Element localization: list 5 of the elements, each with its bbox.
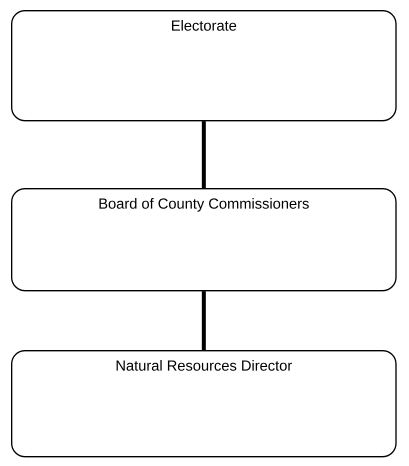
process-box: Electorate	[11, 10, 397, 122]
process-box: Natural Resources Director	[11, 350, 397, 458]
process-box: Board of County Commissioners	[11, 188, 397, 292]
connector-line	[202, 291, 206, 350]
connector-line	[202, 121, 206, 188]
